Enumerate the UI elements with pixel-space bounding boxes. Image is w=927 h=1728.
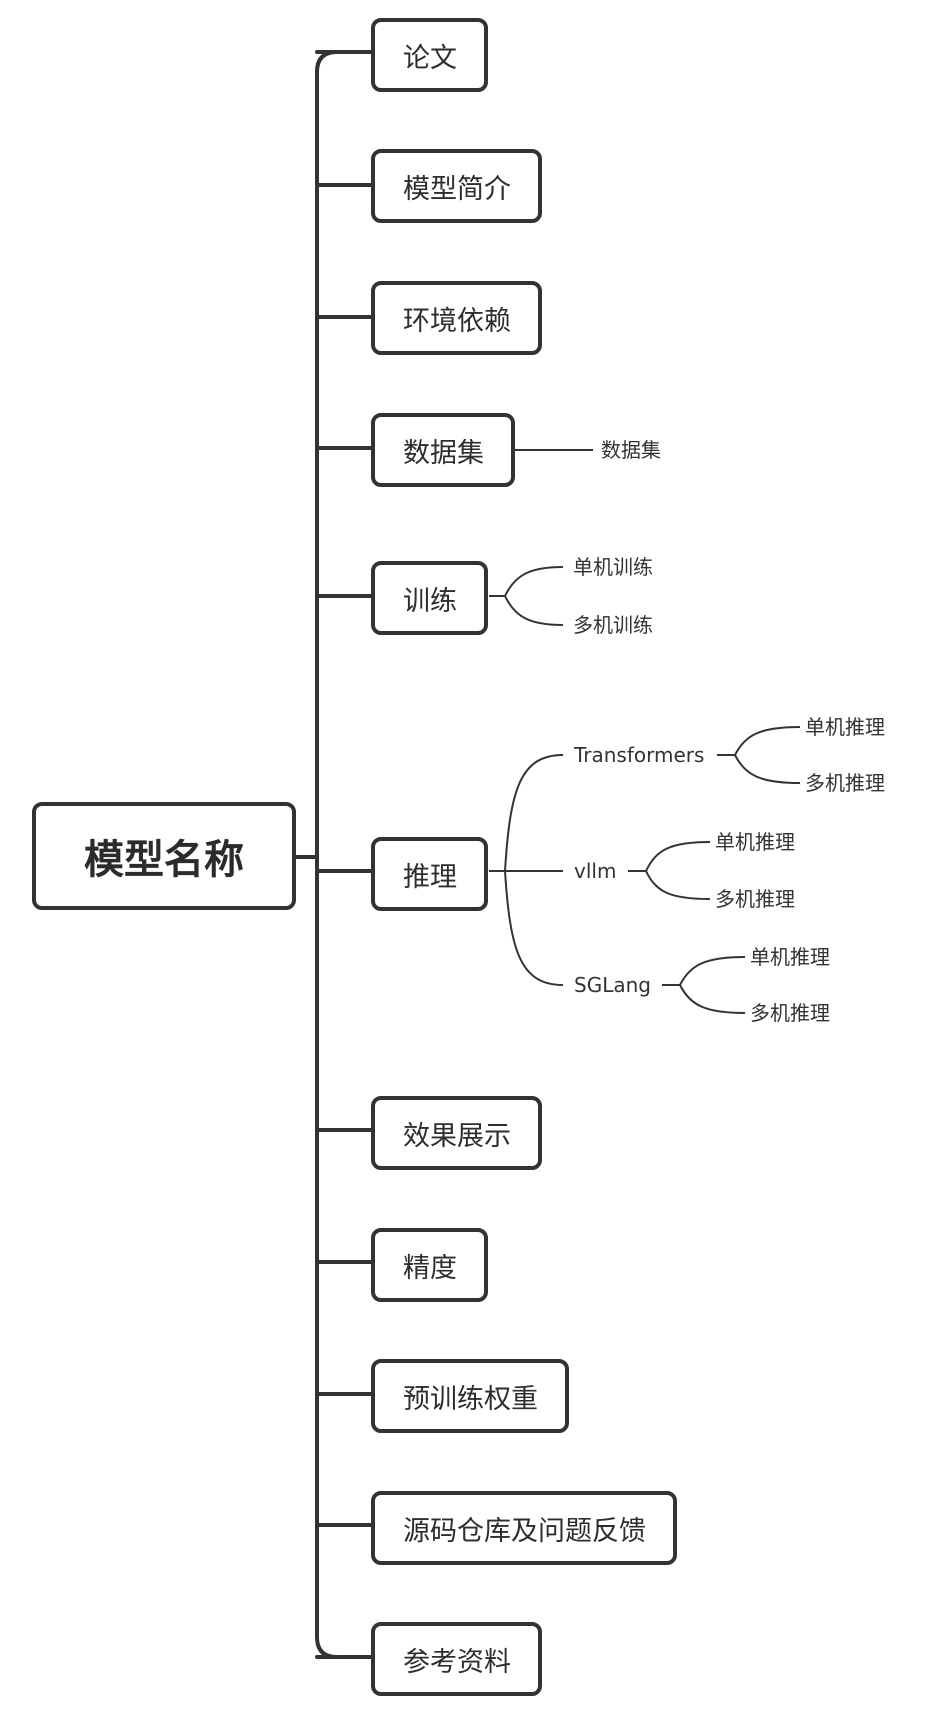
branch-node-references[interactable]: 参考资料 — [371, 1622, 542, 1696]
trunk-line — [315, 50, 339, 1659]
root-node[interactable]: 模型名称 — [32, 802, 296, 910]
leaf-vllm-multi[interactable]: 多机推理 — [715, 887, 795, 911]
root-label: 模型名称 — [84, 837, 244, 883]
leaf-connector — [679, 956, 746, 986]
leaf-sglang-single[interactable]: 单机推理 — [750, 945, 830, 969]
branch-label: 精度 — [403, 1252, 457, 1284]
leaf-transformers-single[interactable]: 单机推理 — [805, 715, 885, 739]
branch-node-intro[interactable]: 模型简介 — [371, 149, 542, 223]
branch-label: 源码仓库及问题反馈 — [403, 1515, 646, 1547]
branch-node-dataset[interactable]: 数据集 — [371, 413, 515, 487]
branch-node-training[interactable]: 训练 — [371, 561, 488, 635]
branch-node-env[interactable]: 环境依赖 — [371, 281, 542, 355]
branch-node-repo[interactable]: 源码仓库及问题反馈 — [371, 1491, 677, 1565]
leaf-transformers[interactable]: Transformers — [574, 743, 705, 767]
leaf-connector — [734, 754, 801, 784]
leaf-connector — [504, 566, 564, 597]
leaf-connector — [504, 754, 564, 872]
leaf-multi-training[interactable]: 多机训练 — [573, 613, 653, 637]
leaf-vllm[interactable]: vllm — [574, 859, 617, 883]
branch-node-demo[interactable]: 效果展示 — [371, 1096, 542, 1170]
branch-node-weights[interactable]: 预训练权重 — [371, 1359, 569, 1433]
leaf-vllm-single[interactable]: 单机推理 — [715, 830, 795, 854]
branch-label: 训练 — [403, 585, 457, 617]
leaf-connector — [504, 595, 564, 626]
branch-label: 数据集 — [403, 437, 484, 469]
leaf-sglang-multi[interactable]: 多机推理 — [750, 1001, 830, 1025]
leaf-single-training[interactable]: 单机训练 — [573, 555, 653, 579]
branch-label: 效果展示 — [403, 1120, 511, 1152]
branch-node-inference[interactable]: 推理 — [371, 837, 488, 911]
branch-label: 论文 — [403, 42, 457, 74]
branch-label: 环境依赖 — [403, 305, 511, 337]
branch-node-paper[interactable]: 论文 — [371, 18, 488, 92]
leaf-transformers-multi[interactable]: 多机推理 — [805, 771, 885, 795]
leaf-sglang[interactable]: SGLang — [574, 973, 651, 997]
leaf-connector — [734, 726, 801, 756]
leaf-connector — [645, 841, 711, 872]
branch-label: 模型简介 — [403, 173, 511, 205]
leaf-connector — [645, 870, 711, 900]
branch-label: 推理 — [403, 861, 457, 893]
branch-node-accuracy[interactable]: 精度 — [371, 1228, 488, 1302]
branch-label: 预训练权重 — [403, 1383, 538, 1415]
leaf-dataset[interactable]: 数据集 — [601, 438, 661, 462]
leaf-connector — [679, 984, 746, 1014]
branch-label: 参考资料 — [403, 1646, 511, 1678]
leaf-connector — [504, 870, 564, 986]
